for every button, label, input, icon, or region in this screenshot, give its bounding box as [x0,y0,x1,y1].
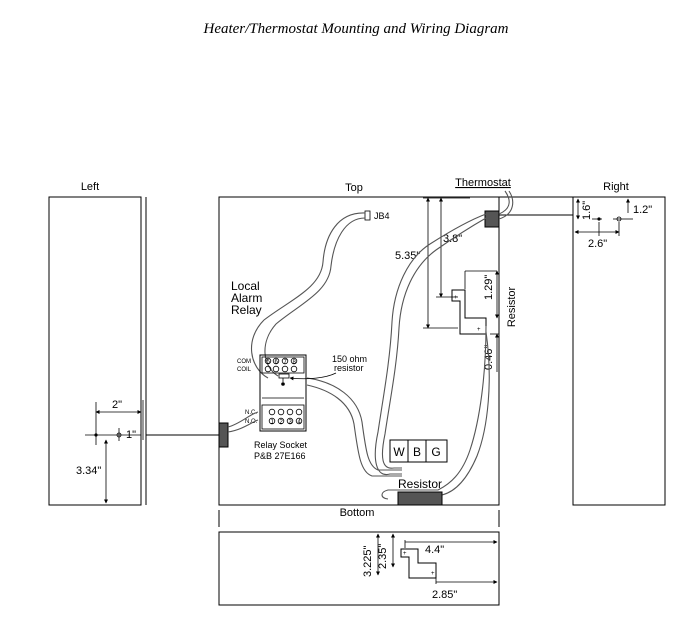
pin-number-4: 4 [298,420,302,426]
pin-number-6: 6 [275,360,279,366]
top-dim-129: 1.29" [483,275,495,300]
bracket-plus-bottom: + [477,327,481,333]
resistor-150-line1: 150 ohm [332,354,367,364]
terminal-block: W B G [389,439,448,463]
terminal-w: W [393,445,405,459]
relay-socket-label-2: P&B 27E166 [254,451,306,461]
right-panel-label: Right [603,181,629,193]
pin-label-coil: COIL [237,367,252,373]
left-connector [218,422,229,448]
left-panel: Left 2" 1" 3.34" [48,181,219,506]
resistor-side-label: Resistor [506,286,518,327]
left-panel-label: Left [81,181,99,193]
right-dim-26: 2.6" [588,238,607,250]
bottom-dim-3225: 3.225" [362,545,374,577]
relay-label-alarm: Alarm [231,291,262,305]
bottom-panel-label: Bottom [340,507,375,519]
right-dim-16: 1.6" [581,201,593,220]
pin-number-1: 1 [271,420,275,426]
left-dim-334: 3.34" [76,465,101,477]
bottom-dim-44: 4.4" [425,544,444,556]
diagram-title: Heater/Thermostat Mounting and Wiring Di… [202,21,508,37]
bottom-panel-outline [218,531,500,606]
top-panel-label: Top [345,182,363,194]
jb4-block [364,210,371,221]
relay-socket-label-1: Relay Socket [254,440,308,450]
pin-number-5: 5 [267,360,271,366]
bracket-plus-top: + [454,295,458,301]
relay-label-local: Local [231,279,260,293]
bottom-bracket-plus-2: + [431,571,435,577]
relay-label-relay: Relay [231,303,262,317]
pin-number-2: 2 [280,420,284,426]
left-dim-2: 2" [112,399,122,411]
thermostat-label: Thermostat [455,177,511,189]
thermostat-block [484,210,500,228]
terminal-b: B [413,445,421,459]
relay-socket: 5 6 7 8 1 2 3 4 COM COIL [237,354,307,432]
right-panel: Right 1.6" 1.2" 2.6" [572,181,666,506]
resistor-150-line2: resistor [334,363,364,373]
pin-number-3: 3 [289,420,293,426]
pin-label-no: N.O. [245,419,258,425]
relay-socket-body [259,354,307,432]
resistor-bottom-block [397,491,443,506]
pin-number-8: 8 [293,360,297,366]
left-dim-1: 1" [126,429,136,441]
pin-number-7: 7 [284,360,288,366]
bottom-dim-285: 2.85" [432,589,457,601]
jb4-label: JB4 [374,211,390,221]
right-panel-outline [572,196,666,506]
pin-label-nc: N.C. [245,410,257,416]
terminal-g: G [431,445,440,459]
top-panel-outline [218,196,500,506]
top-panel: Top Thermostat Resistor JB4 5.35" 3.8" +… [218,177,573,506]
left-panel-outline [48,196,142,506]
right-dim-12: 1.2" [633,204,652,216]
bottom-dim-235: 2.35" [377,544,389,569]
bottom-bracket-plus-1: + [403,551,407,557]
pin-label-com: COM [237,359,251,365]
bottom-panel: Bottom 3.225" 2.35" + + 4.4" 2.85" [218,507,500,606]
resistor-bottom-label: Resistor [398,477,442,491]
